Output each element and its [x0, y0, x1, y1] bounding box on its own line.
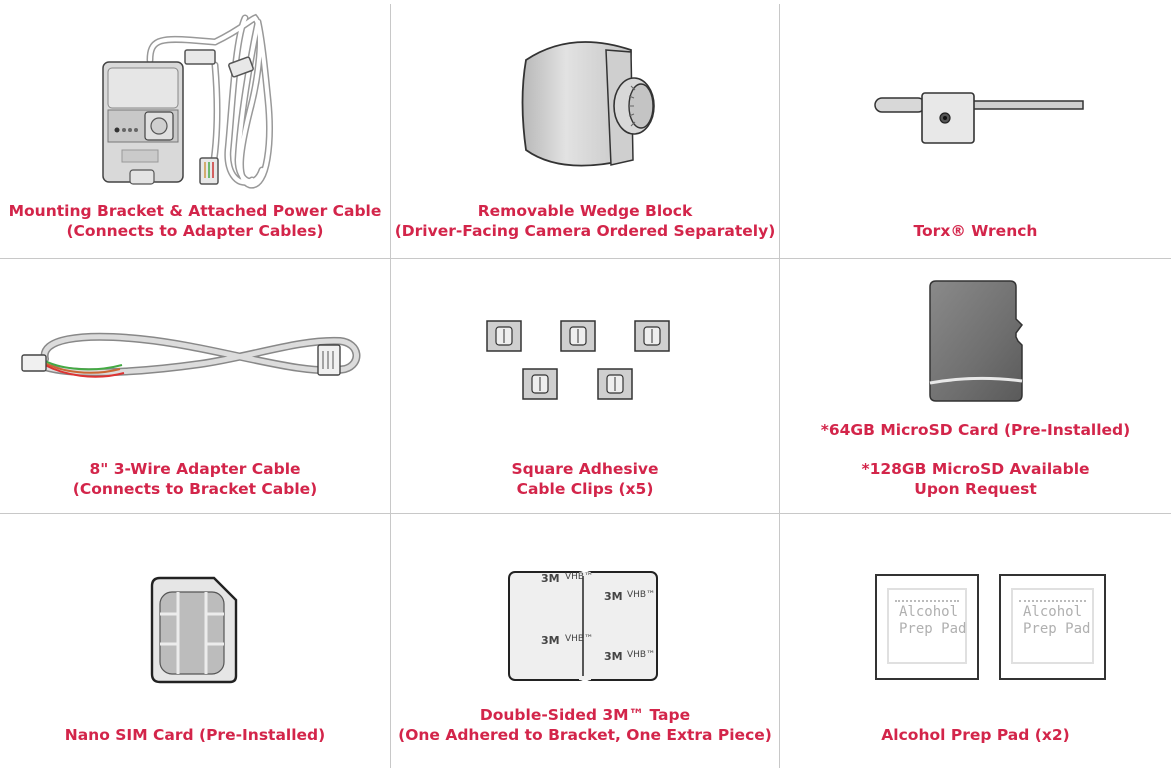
tape-brand-2: 3M [604, 590, 623, 603]
mounting-bracket-icon [102, 13, 273, 189]
label-line-3: Upon Request [914, 480, 1037, 498]
label-line-2: (One Adhered to Bracket, One Extra Piece… [398, 726, 772, 744]
label-line-2: (Connects to Bracket Cable) [72, 480, 318, 498]
label-line-1: Torx® Wrench [913, 222, 1038, 240]
divider-vertical-1 [390, 4, 391, 768]
divider-vertical-2 [779, 4, 780, 768]
item-cable-clips: Square Adhesive Cable Clips (x5) [391, 259, 779, 513]
prep-pad-2: Alcohol Prep Pad [999, 574, 1106, 680]
label-line-2: (Connects to Adapter Cables) [66, 222, 324, 240]
label-line-1: Double-Sided 3M™ Tape [479, 706, 691, 724]
item-torx-wrench: Torx® Wrench [780, 0, 1171, 258]
tape-product-3: VHB™ [565, 634, 594, 644]
prep-pad-2-text-1: Alcohol [1023, 604, 1083, 620]
label-line-2: Cable Clips (x5) [516, 480, 654, 498]
tape-brand-4: 3M [604, 650, 623, 663]
tape-product-2: VHB™ [627, 590, 656, 600]
label-line-1: Removable Wedge Block [477, 202, 693, 220]
item-adapter-cable: 8" 3-Wire Adapter Cable (Connects to Bra… [0, 259, 390, 513]
adapter-cable-icon [21, 332, 361, 378]
tape-icon [508, 571, 658, 681]
tape-brand-3: 3M [541, 634, 560, 647]
item-wedge-block: Removable Wedge Block (Driver-Facing Cam… [391, 0, 779, 258]
tape-product-4: VHB™ [627, 650, 656, 660]
label-line-1: Square Adhesive [511, 460, 659, 478]
nano-sim-icon [150, 576, 238, 684]
item-microsd-card: *64GB MicroSD Card (Pre-Installed) *128G… [780, 259, 1171, 513]
label-line-1: Mounting Bracket & Attached Power Cable [8, 202, 382, 220]
prep-pad-1: Alcohol Prep Pad [875, 574, 979, 680]
tape-brand-1: 3M [541, 572, 560, 585]
tape-product-1: VHB™ [565, 572, 594, 582]
label-line-1: Nano SIM Card (Pre-Installed) [64, 726, 326, 744]
item-nano-sim: Nano SIM Card (Pre-Installed) [0, 514, 390, 768]
torx-wrench-icon [874, 92, 1084, 144]
item-3m-tape: 3M VHB™ 3M VHB™ 3M VHB™ 3M VHB™ Double-S… [391, 514, 779, 768]
cable-clips-icon [486, 320, 670, 400]
label-line-1: Alcohol Prep Pad (x2) [881, 726, 1070, 744]
prep-pad-1-text-2: Prep Pad [899, 621, 967, 637]
divider-horizontal-2 [0, 513, 1171, 514]
label-line-1: *64GB MicroSD Card (Pre-Installed) [820, 421, 1131, 439]
divider-horizontal-1 [0, 258, 1171, 259]
label-line-2: (Driver-Facing Camera Ordered Separately… [394, 222, 776, 240]
item-mounting-bracket: Mounting Bracket & Attached Power Cable … [0, 0, 390, 258]
prep-pad-1-text-1: Alcohol [899, 604, 959, 620]
item-alcohol-prep-pad: Alcohol Prep Pad Alcohol Prep Pad Alcoho… [780, 514, 1171, 768]
wedge-block-icon [521, 41, 655, 167]
label-line-1: 8" 3-Wire Adapter Cable [89, 460, 301, 478]
prep-pad-2-text-2: Prep Pad [1023, 621, 1091, 637]
label-line-2: *128GB MicroSD Available [861, 460, 1090, 478]
microsd-card-icon [929, 280, 1023, 402]
